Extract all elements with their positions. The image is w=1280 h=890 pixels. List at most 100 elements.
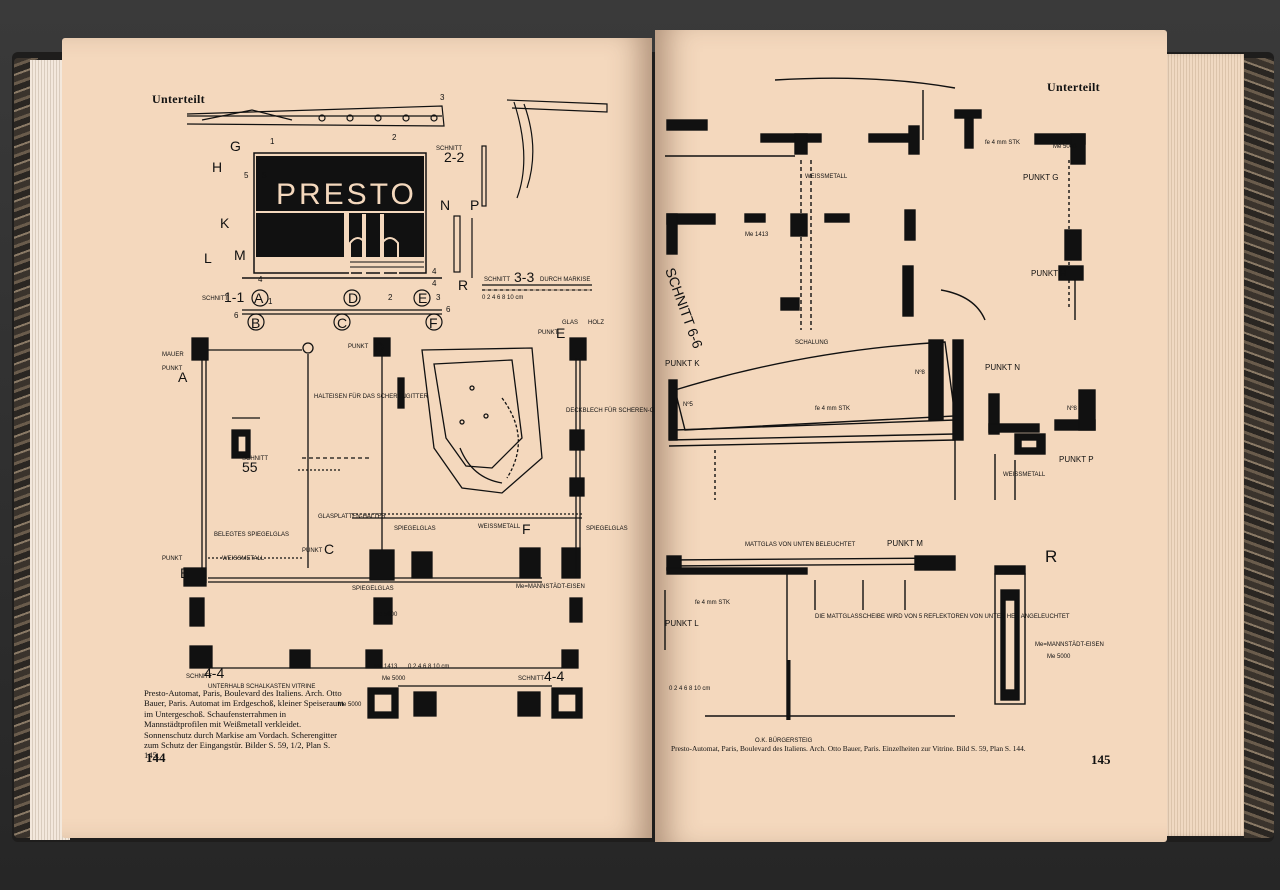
drawing-label-mannst: Me=MANNSTÄDT-EISEN xyxy=(516,583,585,590)
drawing-label-me5000: Me 5000 xyxy=(374,612,398,618)
drawing-label-schnitt: SCHNITT xyxy=(186,674,212,680)
drawing-label-B: B xyxy=(180,565,189,581)
drawing-label-punkt: PUNKT xyxy=(162,366,183,372)
drawing-label-E: E xyxy=(418,290,427,306)
left-page: Unterteilt 3 xyxy=(62,38,672,838)
drawing-label-weissmetall: WEISSMETALL xyxy=(805,174,848,180)
drawing-label-A: A xyxy=(254,290,264,306)
plan-section-4-4 xyxy=(183,337,587,719)
drawing-label-n1: 1 xyxy=(268,297,273,306)
drawing-label-F: F xyxy=(429,315,438,331)
drawing-label-punktG: PUNKT G xyxy=(1023,173,1058,182)
drawing-label-weissmetall: WEISSMETALL xyxy=(1003,472,1046,478)
drawing-label-F: F xyxy=(522,521,531,537)
drawing-label-stk: fe 4 mm STK xyxy=(985,140,1020,146)
drawing-label-scale: 0 2 4 6 8 10 cm xyxy=(408,664,449,670)
caption-left: Presto-Automat, Paris, Boulevard des Ita… xyxy=(144,688,344,761)
drawing-label-scale: 0 2 4 6 8 10 cm xyxy=(669,686,710,692)
drawing-label-n5: Nº5 xyxy=(683,401,694,408)
drawing-label-N: N xyxy=(440,197,450,213)
section-6-6 xyxy=(665,77,1086,330)
drawing-label-n5: 5 xyxy=(244,171,249,180)
drawing-label-n6: 6 xyxy=(446,305,451,314)
storefront-elevation xyxy=(242,152,442,279)
drawing-label-spiegelglas: SPIEGELGLAS xyxy=(352,586,394,592)
drawing-label-deckblech: DECKBLECH FÜR SCHEREN-GITTER xyxy=(566,407,672,414)
page-number-right: 145 xyxy=(1091,752,1111,767)
drawing-label-mauer: MAUER xyxy=(162,352,184,358)
drawing-label-s11: 1-1 xyxy=(224,289,244,305)
drawing-label-n5: 5 xyxy=(262,171,267,180)
drawing-label-weissmetall: WEISSMETALL xyxy=(222,556,265,562)
drawing-label-M: M xyxy=(234,247,246,263)
section-punkt-n xyxy=(988,389,1096,500)
drawing-label-punktK: PUNKT K xyxy=(665,359,700,368)
drawing-label-halteisen: HALTEISEN FÜR DAS SCHERENGITTER xyxy=(314,393,429,400)
drawing-label-punkt: PUNKT xyxy=(162,556,183,562)
drawing-label-schallung: SCHALUNG xyxy=(795,340,829,346)
marbled-board-right xyxy=(1244,58,1274,838)
right-drawing: SCHNITT 6-6 Me 1413 WEISSMETALL fe 4 mm … xyxy=(662,77,1104,744)
drawing-label-punktL: PUNKT L xyxy=(665,619,699,628)
drawing-label-mannst: Me=MANNSTÄDT-EISEN xyxy=(1035,641,1104,648)
drawing-label-glas: GLAS xyxy=(562,320,578,326)
drawing-label-schnitt: SCHNITT xyxy=(242,456,268,462)
page-number-left: 144 xyxy=(146,750,166,765)
drawing-label-K: K xyxy=(220,215,230,231)
drawing-label-schnitt: SCHNITT xyxy=(518,676,544,682)
left-drawing: 3 PRESTO G 1 2 H 5 5 K L xyxy=(162,93,672,719)
section-punkt-m xyxy=(664,555,1026,720)
drawing-label-belegtes: BELEGTES SPIEGELGLAS xyxy=(214,532,289,538)
presto-sign: PRESTO xyxy=(276,178,417,211)
right-page: Unterteilt xyxy=(655,30,1167,842)
drawing-label-weissmetall: WEISSMETALL xyxy=(478,524,521,530)
drawing-label-R: R xyxy=(458,277,468,293)
strip-details xyxy=(453,145,487,278)
running-head-right: Unterteilt xyxy=(1047,80,1100,94)
drawing-label-H: H xyxy=(212,159,222,175)
drawing-label-punktH: PUNKT H xyxy=(1031,269,1066,278)
drawing-label-n4: 4 xyxy=(432,267,437,276)
drawing-label-punktN: PUNKT N xyxy=(985,363,1020,372)
drawing-label-punkt: PUNKT xyxy=(538,330,559,336)
drawing-label-n8: Nº8 xyxy=(1067,405,1078,412)
drawing-label-schnitt: SCHNITT xyxy=(484,277,510,283)
drawing-label-schnitt66: SCHNITT 6-6 xyxy=(662,266,706,351)
drawing-label-n2: 2 xyxy=(392,133,397,142)
drawing-label-me1413: Me 1413 xyxy=(745,232,769,238)
drawing-label-s44: 4-4 xyxy=(204,665,224,681)
drawing-label-durch_markise: DURCH MARKISE xyxy=(540,277,590,283)
drawing-label-unterhalb: UNTERHALB SCHALKASTEN VITRINE xyxy=(208,684,315,690)
running-head-left: Unterteilt xyxy=(152,92,205,106)
drawing-label-L: L xyxy=(204,250,212,266)
drawing-label-n8: Nº8 xyxy=(915,369,926,376)
drawing-label-scale: 0 2 4 6 8 10 cm xyxy=(482,295,523,301)
drawing-label-punktP: PUNKT P xyxy=(1059,455,1094,464)
drawing-label-me1413: Me 1413 xyxy=(374,664,398,670)
drawing-label-n3: 3 xyxy=(436,293,441,302)
caption-right: Presto-Automat, Paris, Boulevard des Ita… xyxy=(671,744,1026,753)
drawing-label-spiegelglas: SPIEGELGLAS xyxy=(394,526,436,532)
drawing-label-s55: 55 xyxy=(242,459,258,475)
drawing-label-n4: 4 xyxy=(258,275,263,284)
drawing-label-C: C xyxy=(337,315,347,331)
drawing-label-G: G xyxy=(230,138,241,154)
canopy-elevation xyxy=(186,105,445,127)
drawing-label-schnitt: SCHNITT xyxy=(202,296,228,302)
drawing-label-s33: 3-3 xyxy=(514,269,534,285)
drawing-label-schnitt: SCHNITT xyxy=(436,146,462,152)
drawing-label-stk: fe 4 mm STK xyxy=(695,600,730,606)
drawing-label-stk: fe 4 mm STK xyxy=(815,406,850,412)
drawing-label-B: B xyxy=(251,315,260,331)
drawing-label-n3: 3 xyxy=(440,93,445,102)
drawing-label-n2: 2 xyxy=(388,293,393,302)
drawing-label-D: D xyxy=(348,290,358,306)
section-1-1-plan xyxy=(242,289,443,331)
drawing-label-n6: 6 xyxy=(234,311,239,320)
drawing-label-glasplatten: GLASPLATTEN-HALTER xyxy=(318,514,386,520)
page-block-right xyxy=(1160,54,1244,836)
drawing-label-C: C xyxy=(324,541,334,557)
drawing-label-holz: HOLZ xyxy=(588,320,604,326)
drawing-label-E: E xyxy=(556,325,565,341)
